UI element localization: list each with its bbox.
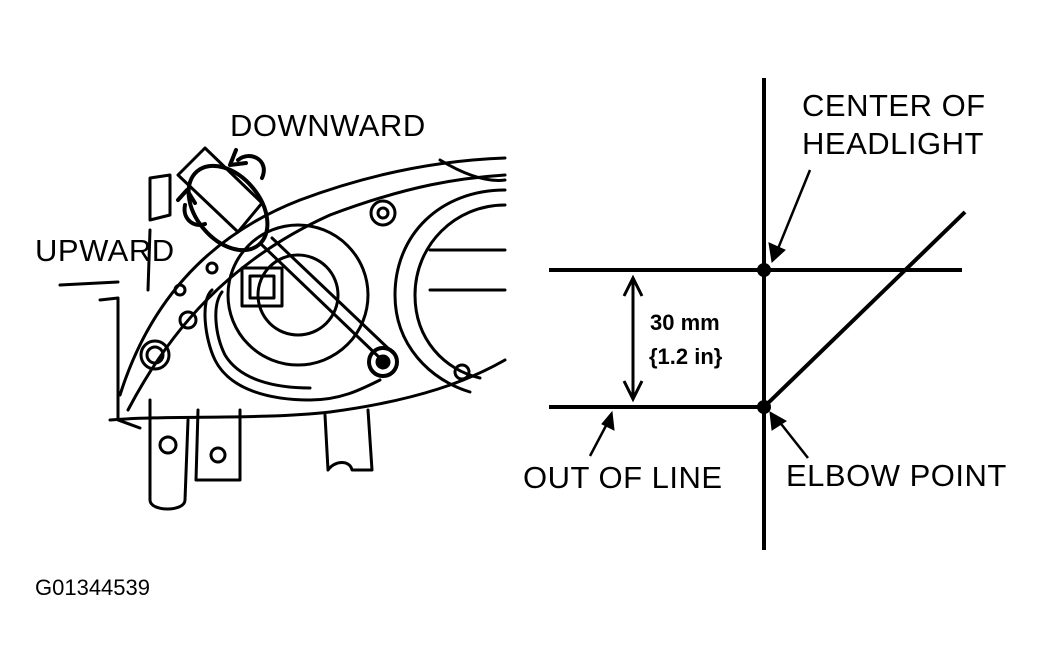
downward-arrow	[236, 154, 266, 180]
high-beam-reflector	[393, 188, 507, 394]
adjuster-screw	[367, 346, 399, 378]
adjuster-tool-shaft	[260, 236, 394, 362]
mounting-tab-middle	[194, 408, 242, 482]
low-beam-reflector	[226, 223, 370, 367]
upward-arrow	[182, 203, 207, 227]
dimension-mm-label: 30 mm	[650, 310, 720, 335]
mounting-tab-left	[148, 398, 190, 511]
downward-label: DOWNWARD	[230, 108, 426, 143]
elbow-leader-arrowhead	[769, 411, 787, 431]
bulb-connector	[240, 266, 284, 308]
center-of-headlight-label-line1: CENTER OF	[802, 88, 986, 123]
center-of-headlight-point	[757, 263, 771, 277]
cutoff-incline-line	[762, 210, 967, 409]
center-of-headlight-label-line2: HEADLIGHT	[802, 126, 984, 161]
elbow-point-label: ELBOW POINT	[786, 458, 1007, 493]
elbow-point-dot	[757, 400, 771, 414]
figure-id-label: G01344539	[35, 575, 150, 600]
dimension-in-label: {1.2 in}	[649, 344, 723, 369]
upward-label: UPWARD	[35, 233, 175, 268]
out-of-line-arrowhead	[601, 410, 615, 431]
mounting-tab-right	[323, 408, 374, 472]
center-leader-arrowhead	[768, 242, 786, 264]
out-of-line-label: OUT OF LINE	[523, 460, 723, 495]
